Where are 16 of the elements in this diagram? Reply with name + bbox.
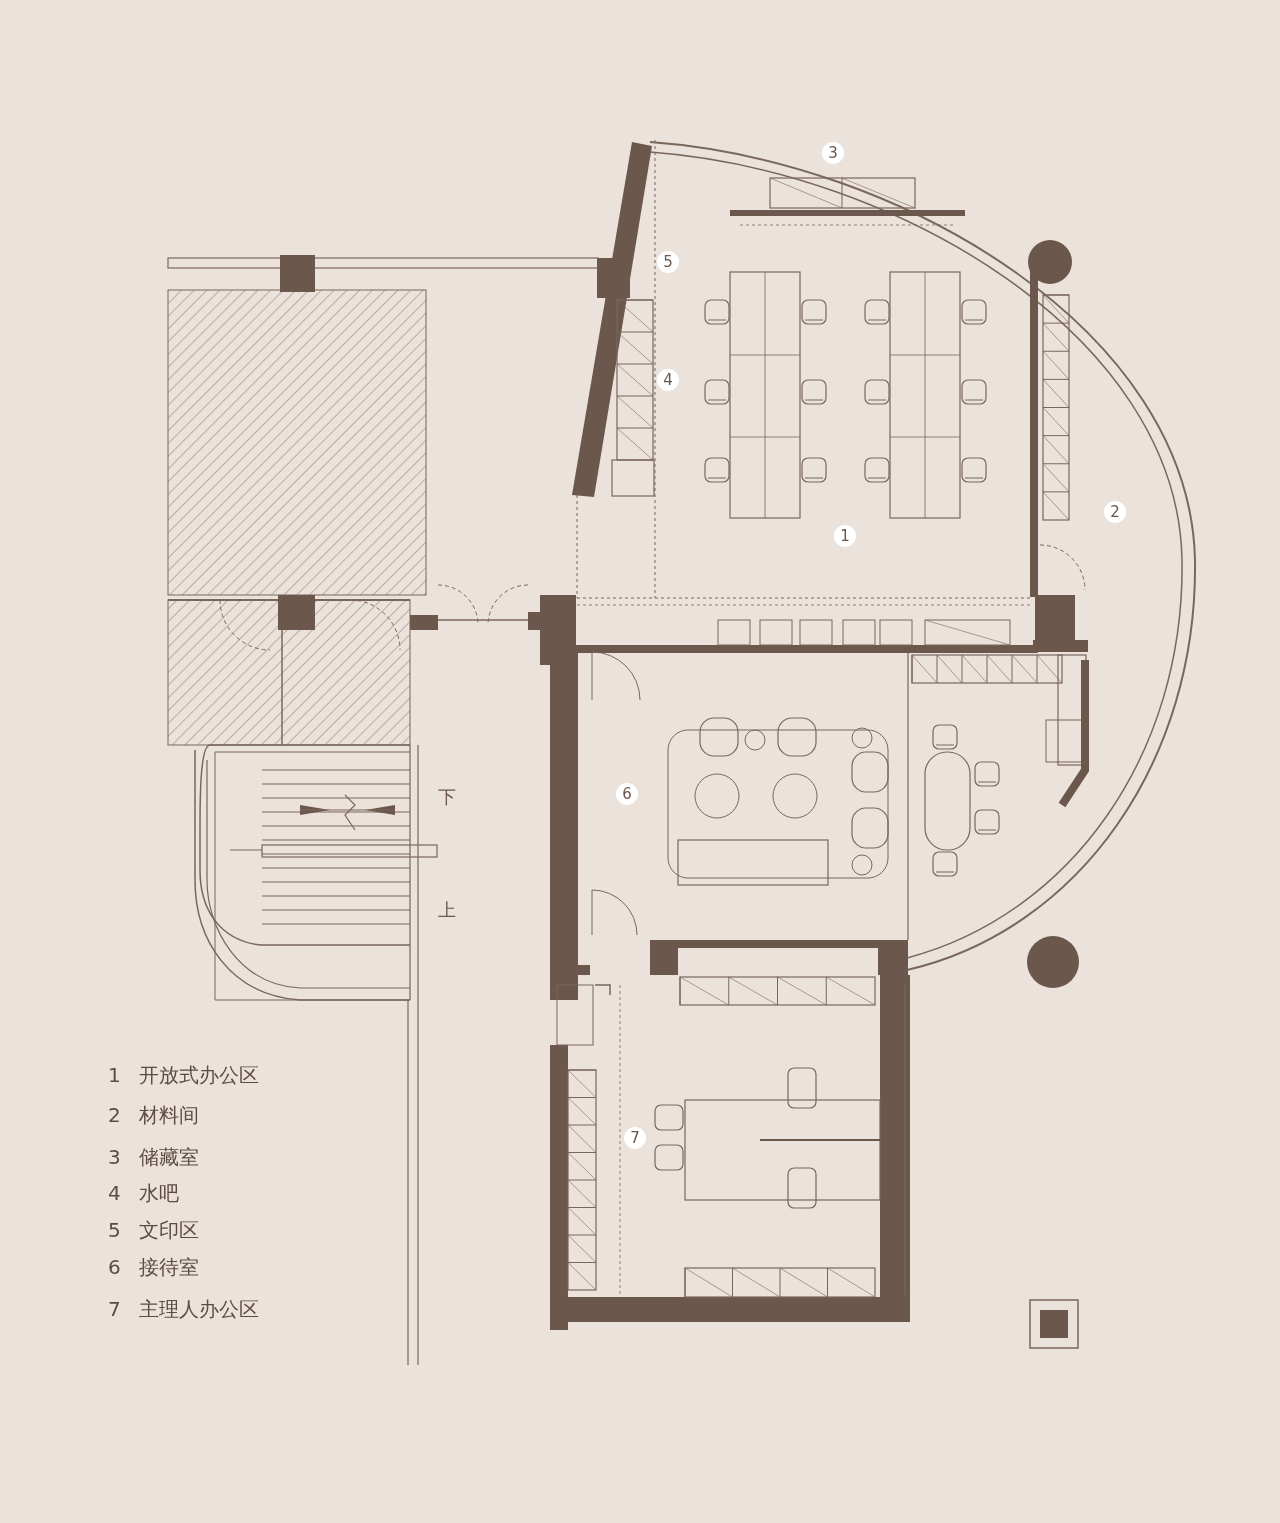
callout-number: 3 bbox=[822, 142, 844, 164]
legend-item: 6 接待室 bbox=[108, 1255, 200, 1279]
stair-direction-label: 上 bbox=[438, 900, 456, 920]
legend-item: 1 开放式办公区 bbox=[108, 1063, 260, 1087]
stair-direction-label: 下 bbox=[438, 787, 456, 807]
legend-item: 2 材料间 bbox=[108, 1103, 200, 1127]
legend-item: 4 水吧 bbox=[108, 1181, 180, 1205]
callout-number: 6 bbox=[616, 783, 638, 805]
callout-number: 2 bbox=[1104, 501, 1126, 523]
legend-item: 5 文印区 bbox=[108, 1218, 200, 1242]
callout-number: 5 bbox=[657, 251, 679, 273]
callout-number: 1 bbox=[834, 525, 856, 547]
legend-item: 3 储藏室 bbox=[108, 1145, 200, 1169]
callout-number: 7 bbox=[624, 1127, 646, 1149]
legend-item: 7 主理人办公区 bbox=[108, 1297, 260, 1321]
callout-number: 4 bbox=[657, 369, 679, 391]
